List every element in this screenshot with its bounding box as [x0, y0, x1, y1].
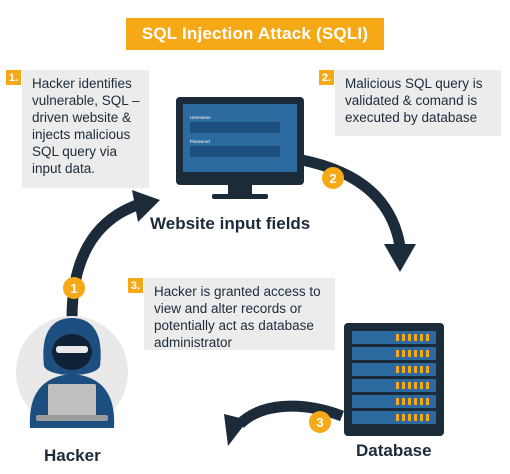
- hacker-label: Hacker: [44, 446, 101, 465]
- server-drive-slot: [402, 334, 405, 341]
- server-drive-slot: [414, 366, 417, 373]
- server-drive-row: [352, 395, 436, 408]
- server-drive-slot: [426, 366, 429, 373]
- server-drive-slot: [414, 414, 417, 421]
- arrow-badge-1: 1: [63, 277, 85, 299]
- server-drive-slot: [402, 382, 405, 389]
- server-drive-slot: [420, 350, 423, 357]
- arrow-badge-2: 2: [322, 167, 344, 189]
- server-drive-row: [352, 411, 436, 424]
- website-label: Website input fields: [150, 214, 311, 233]
- server-drive-slot: [408, 350, 411, 357]
- server-drive-slot: [396, 414, 399, 421]
- server-drive-slot: [414, 350, 417, 357]
- svg-text:2: 2: [329, 171, 336, 186]
- step-1-note: Hacker identifies vulnerable, SQL – driv…: [22, 70, 149, 188]
- server-drive-row: [352, 347, 436, 360]
- server-drive-slot: [426, 414, 429, 421]
- step-2-number: 2.: [319, 70, 334, 85]
- step-2-note: Malicious SQL query is validated & coman…: [335, 70, 501, 136]
- step-1-number: 1.: [6, 70, 21, 85]
- server-drive-slot: [426, 334, 429, 341]
- server-drive-slot: [396, 398, 399, 405]
- server-drive-slot: [396, 366, 399, 373]
- server-drive-slot: [420, 366, 423, 373]
- server-drive-slot: [414, 334, 417, 341]
- server-drive-slot: [402, 414, 405, 421]
- monitor-icon: [176, 97, 304, 199]
- username-field-label: Username: [190, 115, 211, 120]
- server-drive-row: [352, 331, 436, 344]
- server-drive-slot: [402, 398, 405, 405]
- server-drive-slot: [414, 398, 417, 405]
- server-icon: [344, 323, 444, 436]
- server-drive-slot: [414, 382, 417, 389]
- svg-text:3: 3: [316, 415, 323, 430]
- server-drive-slot: [408, 382, 411, 389]
- password-field-label: Password: [190, 139, 210, 144]
- server-drive-slot: [426, 382, 429, 389]
- title-banner: SQL Injection Attack (SQLI): [126, 18, 384, 50]
- svg-text:1: 1: [70, 281, 77, 296]
- server-drive-slot: [420, 382, 423, 389]
- arrow-badge-3: 3: [309, 411, 331, 433]
- server-drive-slot: [420, 414, 423, 421]
- server-drive-slot: [396, 334, 399, 341]
- server-drive-slot: [420, 334, 423, 341]
- server-drive-slot: [426, 350, 429, 357]
- page-title: SQL Injection Attack (SQLI): [141, 24, 369, 43]
- server-drive-slot: [426, 398, 429, 405]
- server-drive-slot: [396, 350, 399, 357]
- server-drive-slot: [408, 366, 411, 373]
- server-drive-row: [352, 379, 436, 392]
- arrow-database-to-hacker: [224, 400, 344, 446]
- database-label: Database: [356, 441, 432, 460]
- laptop-icon: [36, 384, 108, 421]
- arrow-hacker-to-website: [66, 190, 160, 319]
- arrow-website-to-database: [300, 154, 416, 272]
- server-drive-slot: [420, 398, 423, 405]
- step-3-note: Hacker is granted access to view and alt…: [144, 278, 335, 350]
- server-drive-slot: [408, 398, 411, 405]
- server-drive-slot: [408, 334, 411, 341]
- server-drive-slot: [396, 382, 399, 389]
- server-drive-slot: [408, 414, 411, 421]
- server-drive-row: [352, 363, 436, 376]
- server-drive-slot: [402, 366, 405, 373]
- step-3-number: 3.: [128, 278, 143, 293]
- server-drive-slot: [402, 350, 405, 357]
